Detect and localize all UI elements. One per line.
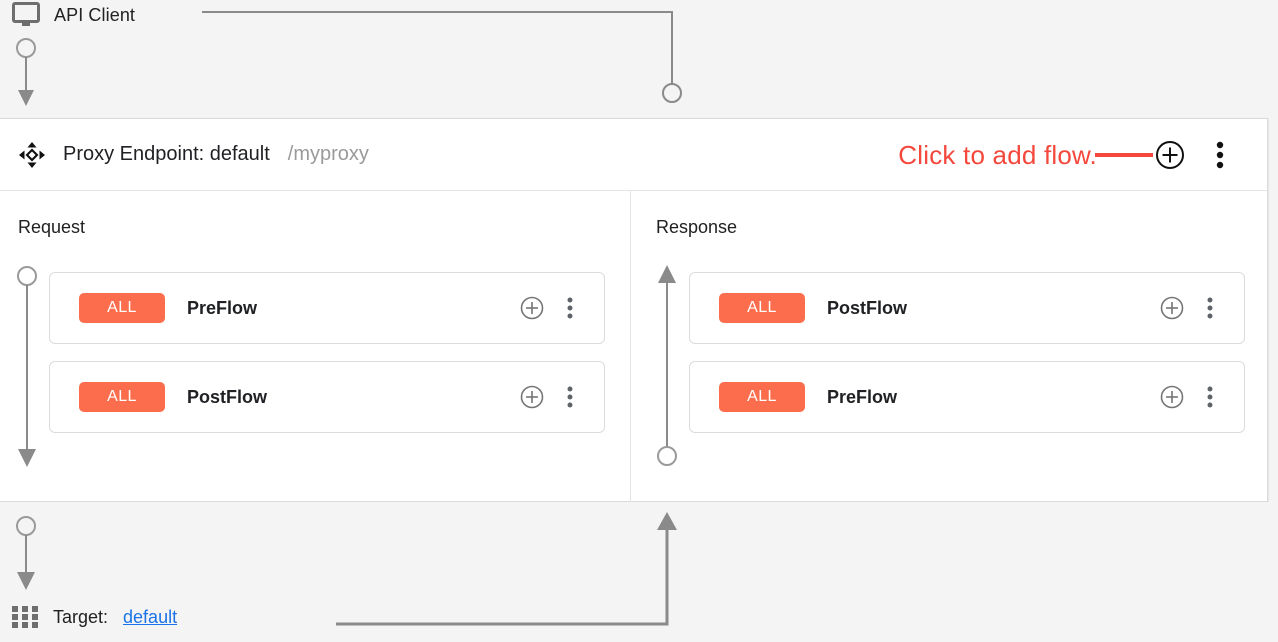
proxy-endpoint-card: Proxy Endpoint: default /myproxy Click t… bbox=[0, 118, 1268, 502]
flow-condition-badge: ALL bbox=[719, 293, 805, 323]
flow-row-actions bbox=[1160, 296, 1244, 320]
request-flow-list: ALL PreFlow bbox=[49, 272, 605, 450]
client-to-proxy-connector bbox=[202, 11, 682, 103]
proxy-basepath: /myproxy bbox=[287, 143, 369, 165]
flow-name: PostFlow bbox=[827, 297, 907, 318]
target-band: Target: default bbox=[0, 502, 1278, 642]
target-endpoint-link[interactable]: default bbox=[123, 606, 178, 627]
target-label: Target: bbox=[53, 606, 109, 627]
flow-menu-button[interactable] bbox=[560, 296, 580, 320]
target-to-proxy-return-connector bbox=[336, 512, 677, 626]
request-column: Request ALL PreFlow bbox=[0, 191, 631, 502]
api-client-band: API Client bbox=[0, 0, 1278, 118]
response-column-title: Response bbox=[656, 217, 738, 237]
flow-menu-button[interactable] bbox=[1200, 385, 1220, 409]
flow-row-actions bbox=[520, 385, 604, 409]
monitor-icon bbox=[12, 2, 40, 28]
api-client-label: API Client bbox=[54, 4, 136, 25]
target-endpoint-node[interactable]: Target: default bbox=[12, 606, 177, 628]
flow-menu-button[interactable] bbox=[560, 385, 580, 409]
move-handle-icon[interactable] bbox=[19, 141, 45, 168]
flow-name: PreFlow bbox=[187, 297, 258, 318]
flow-row-actions bbox=[1160, 385, 1244, 409]
proxy-to-target-down-arrow bbox=[16, 516, 36, 590]
proxy-endpoint-title: Proxy Endpoint: default bbox=[63, 143, 270, 165]
flow-name: PreFlow bbox=[827, 386, 898, 407]
flow-condition-badge: ALL bbox=[719, 382, 805, 412]
flow-condition-badge: ALL bbox=[79, 293, 165, 323]
flow-menu-button[interactable] bbox=[1200, 296, 1220, 320]
flow-row[interactable]: ALL PostFlow bbox=[689, 272, 1245, 344]
request-flow-direction-arrow bbox=[17, 266, 37, 467]
response-column: Response ALL PostFlow bbox=[631, 191, 1267, 502]
proxy-endpoint-header: Proxy Endpoint: default /myproxy Click t… bbox=[0, 119, 1267, 191]
proxy-header-actions: Click to add flow. bbox=[898, 119, 1267, 191]
flow-row[interactable]: ALL PreFlow bbox=[49, 272, 605, 344]
flow-name: PostFlow bbox=[187, 386, 267, 407]
request-column-title: Request bbox=[18, 217, 86, 237]
flow-condition-badge: ALL bbox=[79, 382, 165, 412]
annotation-pointer-line bbox=[1095, 153, 1153, 157]
add-policy-button[interactable] bbox=[1160, 385, 1184, 409]
response-flow-direction-arrow bbox=[657, 265, 677, 466]
api-client-node[interactable]: API Client bbox=[12, 2, 135, 28]
flow-columns: Request ALL PreFlow bbox=[0, 191, 1267, 502]
response-flow-list: ALL PostFlow bbox=[689, 272, 1245, 450]
add-policy-button[interactable] bbox=[520, 296, 544, 320]
flow-row[interactable]: ALL PostFlow bbox=[49, 361, 605, 433]
grid-icon bbox=[12, 606, 38, 628]
flow-row[interactable]: ALL PreFlow bbox=[689, 361, 1245, 433]
add-flow-button[interactable] bbox=[1155, 140, 1185, 170]
add-flow-annotation: Click to add flow. bbox=[898, 139, 1097, 170]
add-policy-button[interactable] bbox=[520, 385, 544, 409]
client-down-arrow bbox=[16, 38, 36, 106]
add-policy-button[interactable] bbox=[1160, 296, 1184, 320]
flow-row-actions bbox=[520, 296, 604, 320]
proxy-endpoint-menu-button[interactable] bbox=[1207, 140, 1233, 170]
